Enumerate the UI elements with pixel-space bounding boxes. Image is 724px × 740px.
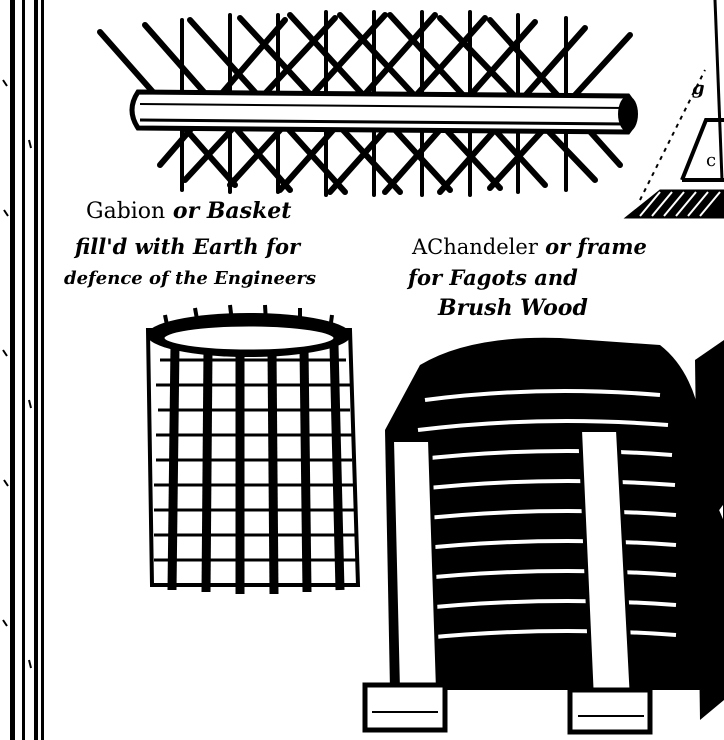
chandeler-caption-title: AChandeler xyxy=(412,235,538,259)
corner-letter-c: c xyxy=(706,150,717,171)
chandeler-caption-line3: Brush Wood xyxy=(438,295,588,321)
chandeler-caption-or-frame: or frame xyxy=(545,234,647,259)
chandeler-caption-line1: AChandeler or frame xyxy=(412,236,647,258)
gabion-pole xyxy=(129,89,638,135)
right-edge-fragment xyxy=(695,340,724,720)
corner-letter-g: g xyxy=(692,78,705,99)
gabion-caption-line3: defence of the Engineers xyxy=(64,268,316,289)
gabion-basket xyxy=(145,304,361,595)
gabion-caption-or-basket: or Basket xyxy=(172,198,292,224)
gabion-caption-line1: Gabion or Basket xyxy=(86,200,291,223)
corner-fragment xyxy=(623,0,724,219)
gabion-caption-line2: fill'd with Earth for xyxy=(75,234,301,259)
chandeler-frame xyxy=(362,337,705,735)
gabion-caption-title: Gabion xyxy=(86,199,166,224)
chandeler-caption-line2: for Fagots and xyxy=(408,265,578,290)
